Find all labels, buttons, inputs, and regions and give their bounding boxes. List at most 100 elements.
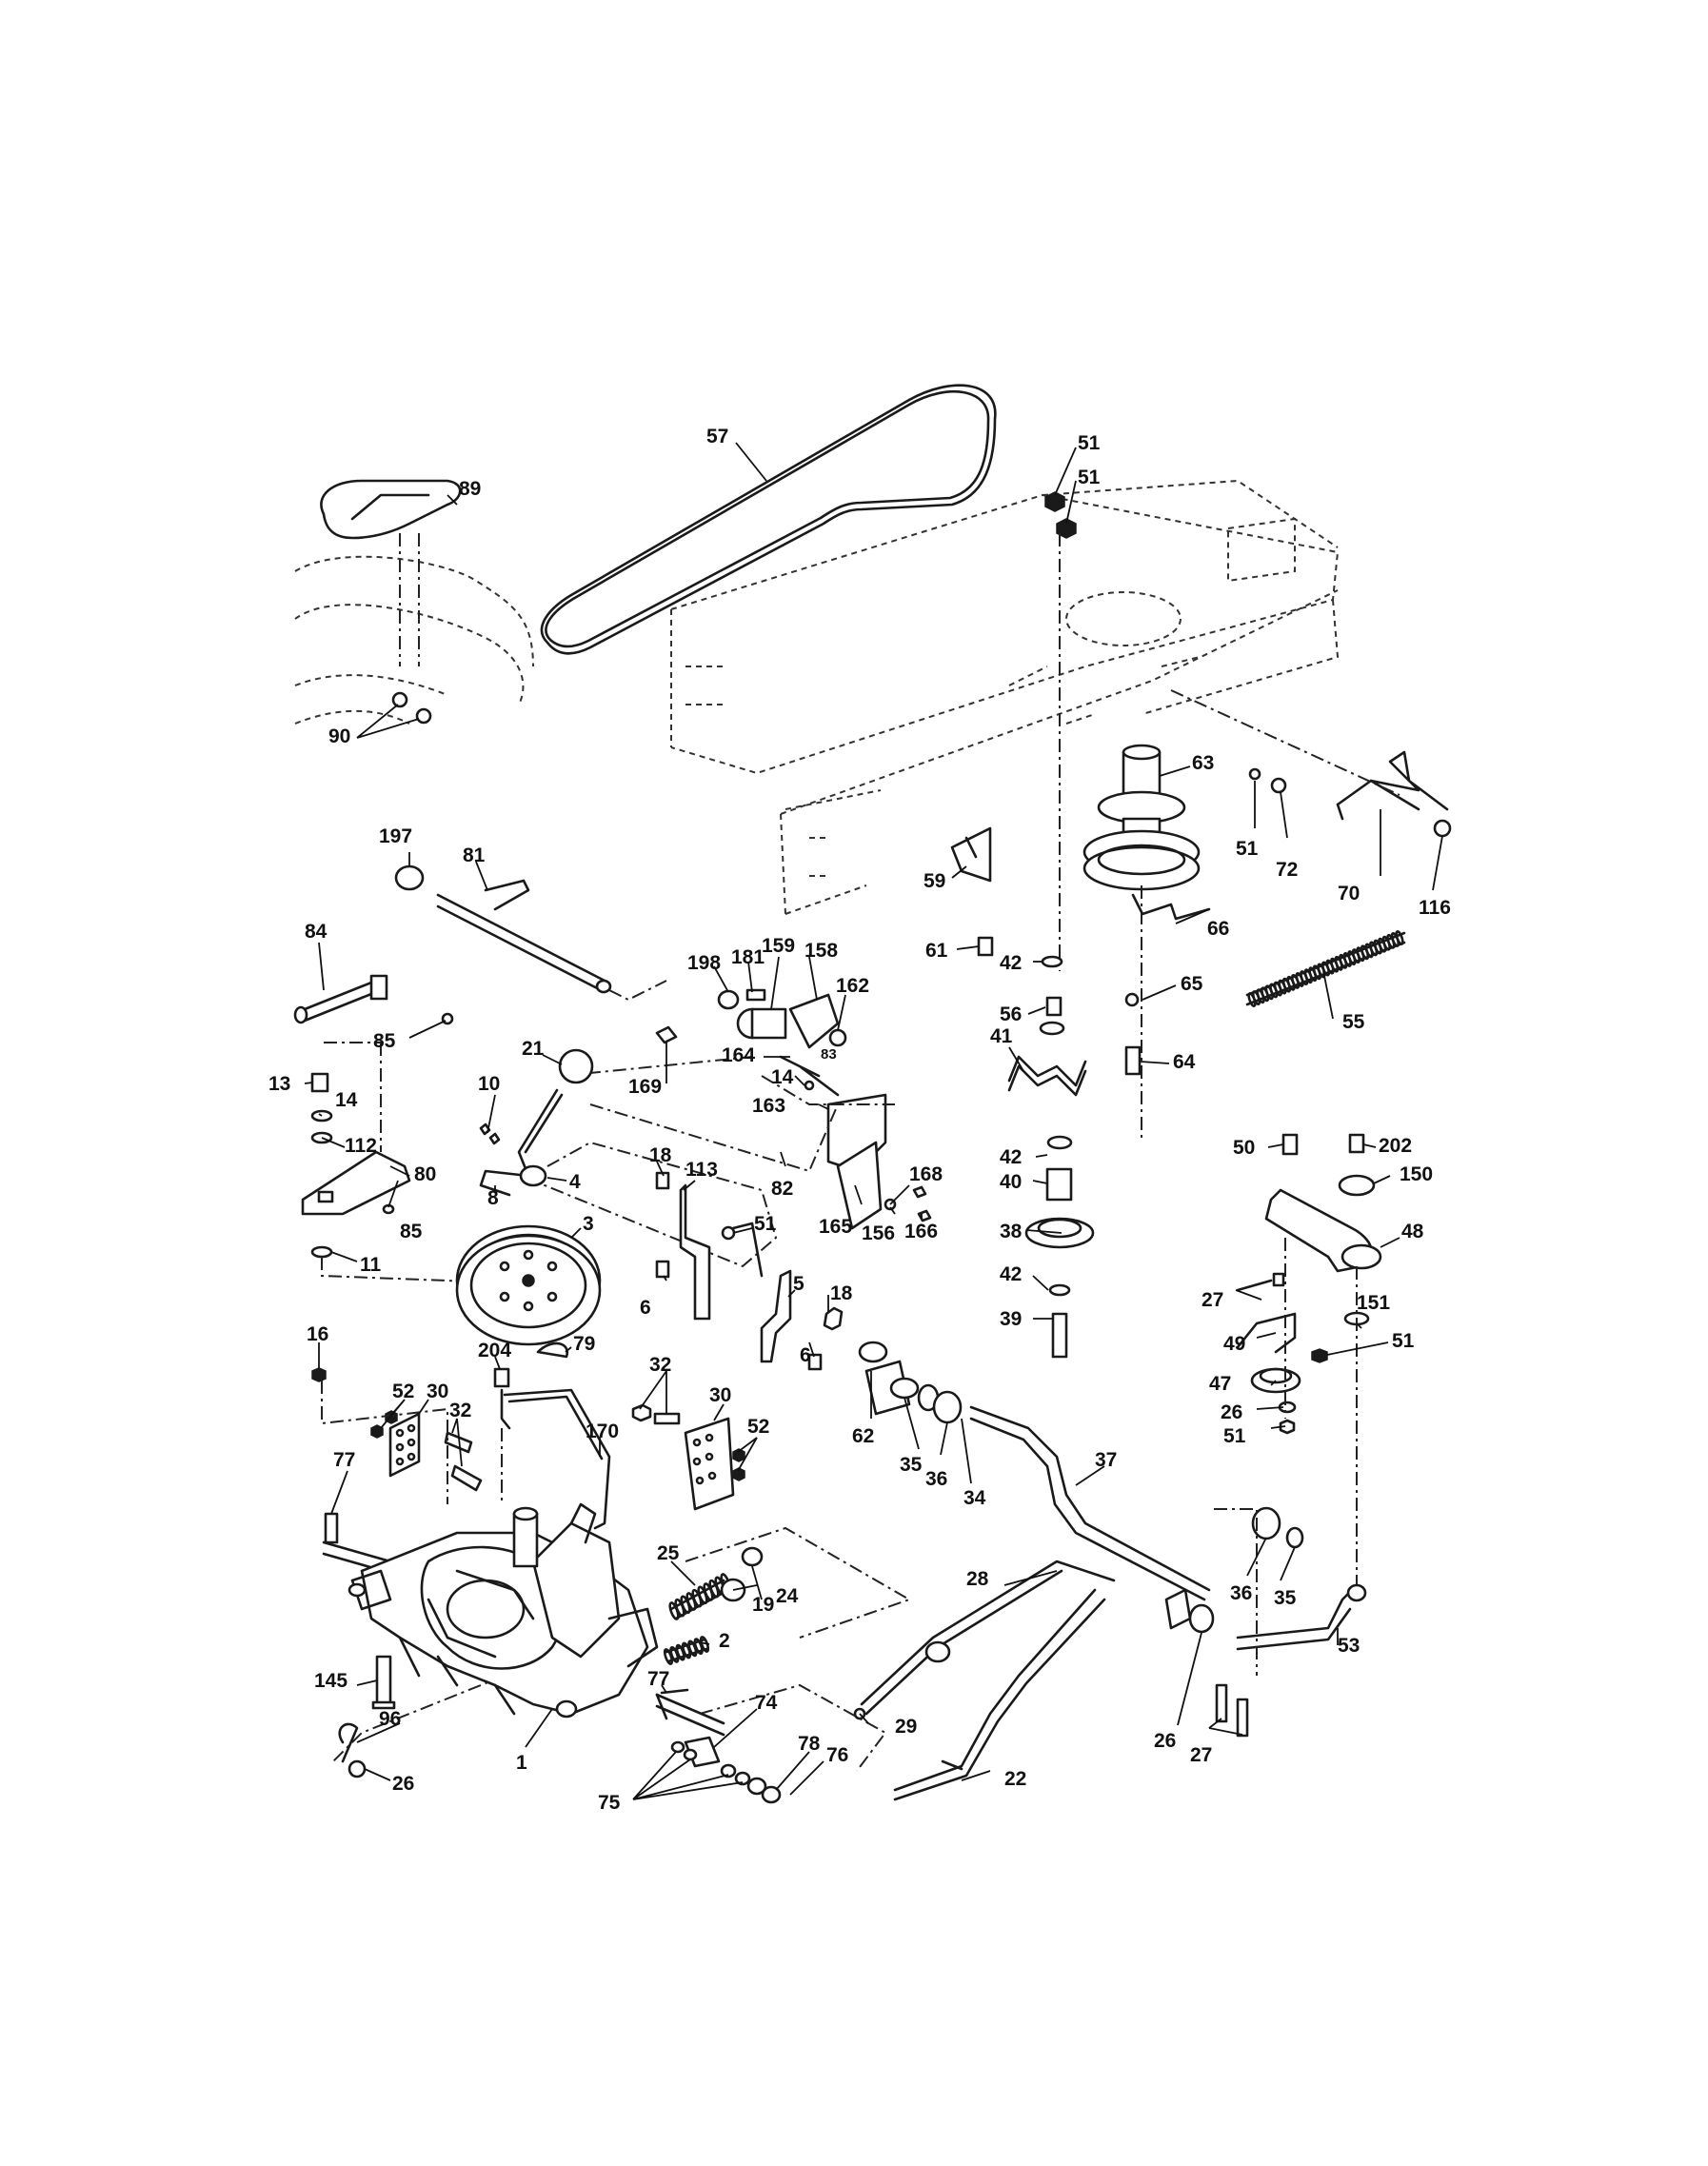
- callout-50: 50: [1233, 1137, 1255, 1159]
- callout-85: 85: [373, 1030, 396, 1052]
- callout-3: 3: [583, 1213, 594, 1235]
- chassis-frame: [670, 479, 1340, 915]
- callout-32: 32: [649, 1354, 671, 1376]
- callout-24: 24: [776, 1585, 799, 1607]
- pulley-63: [1082, 744, 1201, 1143]
- callout-165: 165: [819, 1216, 852, 1238]
- spring-coil: [1395, 930, 1404, 945]
- callout-18: 18: [830, 1282, 853, 1304]
- callout-96: 96: [379, 1708, 401, 1730]
- callout-145: 145: [314, 1670, 348, 1692]
- callout-27: 27: [1190, 1744, 1212, 1766]
- callout-112: 112: [345, 1135, 377, 1157]
- callout-25: 25: [657, 1542, 680, 1564]
- callout-6: 6: [640, 1297, 651, 1319]
- callout-18: 18: [649, 1144, 672, 1166]
- callout-168: 168: [909, 1163, 943, 1185]
- drive-belt: [540, 384, 997, 655]
- callout-32: 32: [449, 1400, 471, 1421]
- callout-72: 72: [1276, 859, 1298, 881]
- callout-42: 42: [1000, 952, 1022, 974]
- callout-30: 30: [709, 1384, 731, 1406]
- callout-29: 29: [895, 1716, 917, 1738]
- rod-28: [853, 1560, 1116, 1720]
- callout-63: 63: [1192, 752, 1214, 774]
- callout-64: 64: [1173, 1051, 1196, 1073]
- callout-56: 56: [1000, 1004, 1022, 1025]
- leader-lines: [304, 442, 1443, 1800]
- callout-14: 14: [335, 1089, 358, 1111]
- callout-41: 41: [990, 1025, 1013, 1047]
- callout-52: 52: [747, 1416, 769, 1438]
- rod-170: [493, 1367, 611, 1530]
- hardware-165: [836, 1141, 932, 1230]
- callout-62: 62: [852, 1425, 874, 1447]
- linkage-dash-1: [532, 1141, 778, 1268]
- shaft-81: [394, 864, 667, 1002]
- callout-170: 170: [586, 1421, 619, 1442]
- callout-2: 2: [719, 1630, 730, 1652]
- callout-labels: 57 89 51 51 90 63 51 72 70 116 59 197 81…: [268, 426, 1451, 1814]
- callout-163: 163: [752, 1095, 785, 1117]
- linkage-dash-2: [589, 1103, 839, 1173]
- callout-30: 30: [427, 1381, 448, 1402]
- callout-6: 6: [800, 1344, 811, 1366]
- callout-51: 51: [1392, 1330, 1415, 1352]
- callout-57: 57: [706, 426, 728, 447]
- callout-80: 80: [414, 1163, 436, 1185]
- callout-5: 5: [793, 1273, 804, 1295]
- linkage-bracket: [717, 988, 895, 1173]
- callout-166: 166: [904, 1221, 938, 1242]
- callout-75: 75: [598, 1792, 621, 1814]
- callout-48: 48: [1401, 1221, 1424, 1242]
- callout-38: 38: [1000, 1221, 1023, 1242]
- callout-113: 113: [685, 1159, 718, 1181]
- rod-53: [1214, 1506, 1367, 1676]
- callout-11: 11: [360, 1254, 382, 1276]
- callout-65: 65: [1181, 973, 1203, 995]
- callout-52: 52: [392, 1381, 414, 1402]
- callout-198: 198: [687, 952, 721, 974]
- callout-162: 162: [836, 975, 869, 997]
- callout-181: 181: [731, 946, 765, 968]
- callout-79: 79: [573, 1333, 595, 1355]
- callout-40: 40: [1000, 1171, 1022, 1193]
- callout-85: 85: [400, 1221, 423, 1242]
- brackets-113-5: [655, 1171, 844, 1371]
- callout-81: 81: [463, 845, 486, 866]
- callout-204: 204: [478, 1340, 511, 1361]
- leader-dash-164: [561, 1056, 753, 1077]
- linkage-dash-4: [699, 1683, 887, 1772]
- callout-42: 42: [1000, 1146, 1022, 1168]
- hardware-51-72: [1248, 767, 1287, 794]
- callout-164: 164: [722, 1044, 755, 1066]
- callout-74: 74: [755, 1692, 778, 1714]
- callout-27: 27: [1202, 1289, 1223, 1311]
- callout-26: 26: [392, 1773, 414, 1795]
- callout-197: 197: [379, 825, 412, 847]
- rod-22: [893, 1588, 1106, 1801]
- callout-116: 116: [1419, 897, 1451, 919]
- callout-158: 158: [804, 940, 838, 962]
- part-169: [655, 1025, 678, 1044]
- callout-51: 51: [754, 1213, 777, 1235]
- shift-lever: [479, 1048, 594, 1197]
- bracket-59: [950, 826, 992, 883]
- callout-51: 51: [1223, 1425, 1246, 1447]
- callout-26: 26: [1154, 1730, 1176, 1752]
- idler-stack: [1007, 955, 1095, 1359]
- callout-76: 76: [826, 1744, 848, 1766]
- leader-dash-70: [1170, 689, 1400, 796]
- pulley-3: [455, 1164, 602, 1359]
- callout-36: 36: [1230, 1582, 1252, 1604]
- callout-22: 22: [1004, 1768, 1026, 1790]
- callout-83: 83: [821, 1046, 837, 1063]
- callout-10: 10: [478, 1073, 500, 1095]
- callout-37: 37: [1095, 1449, 1117, 1471]
- callout-42: 42: [1000, 1263, 1022, 1285]
- callout-61: 61: [925, 940, 948, 962]
- callout-36: 36: [925, 1468, 947, 1490]
- bolt-90: [391, 691, 432, 725]
- callout-55: 55: [1342, 1011, 1365, 1033]
